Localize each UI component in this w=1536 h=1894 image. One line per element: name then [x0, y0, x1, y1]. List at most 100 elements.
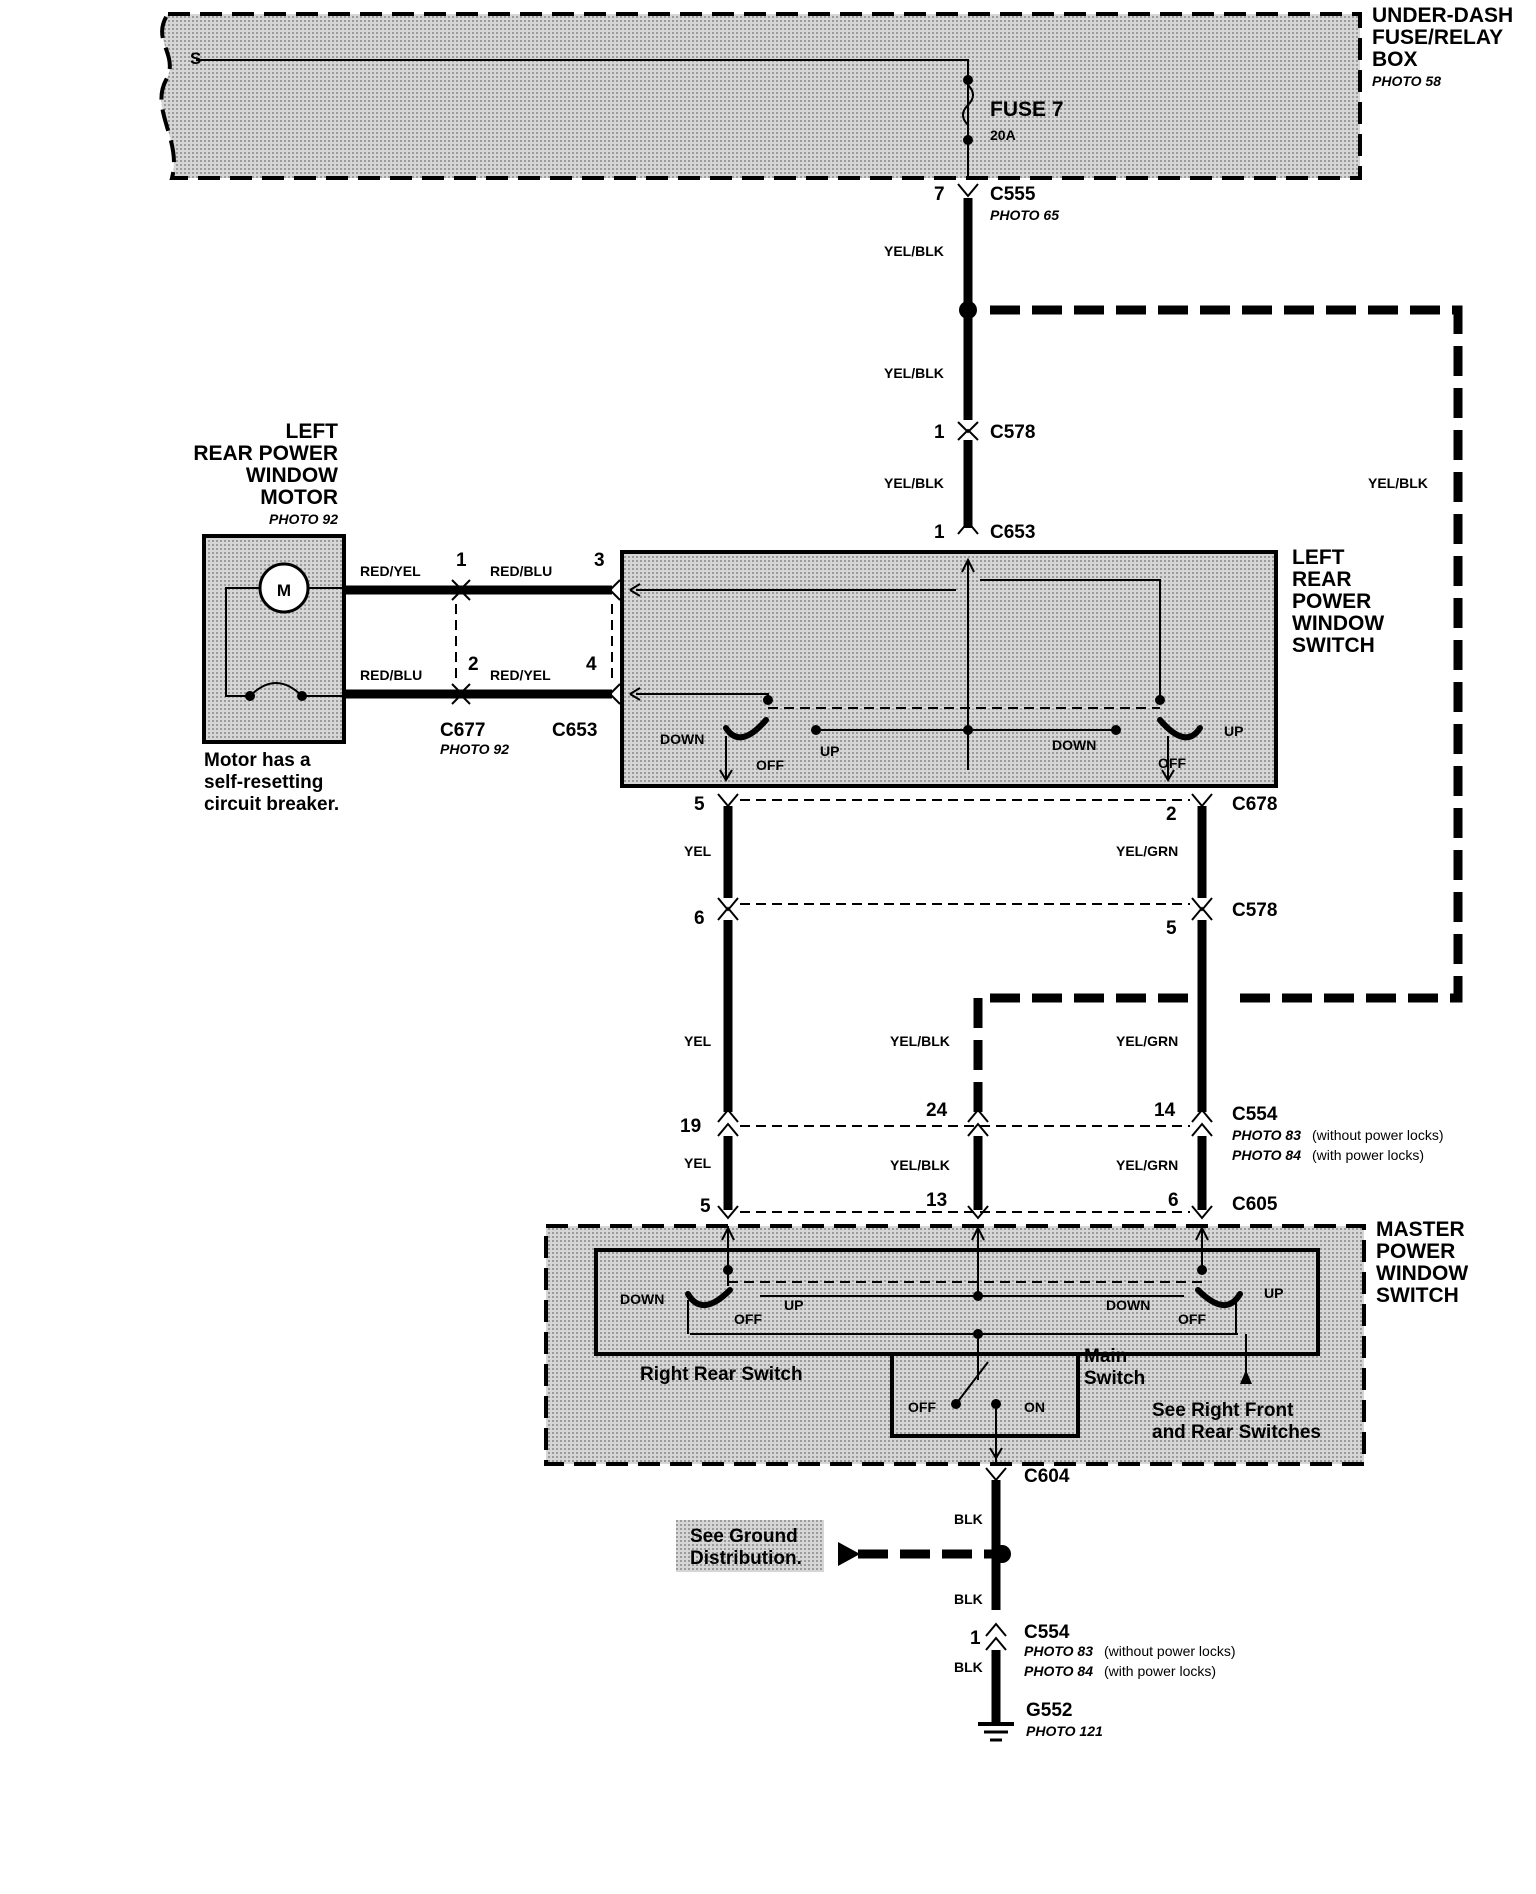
master-off: OFF	[1178, 1311, 1206, 1327]
c653-top-pin: 1	[934, 522, 945, 543]
c554-bot-name: C554	[1024, 1622, 1070, 1643]
c554-mid-photo-1: PHOTO 83	[1232, 1127, 1301, 1143]
motor-note-3: circuit breaker.	[204, 794, 339, 815]
c653-side-pin-4: 4	[586, 654, 597, 675]
c677-name: C677	[440, 720, 485, 741]
c653-side-name: C653	[552, 720, 597, 741]
arrow-icon	[838, 1542, 860, 1566]
c554-bot-pin: 1	[970, 1628, 981, 1649]
c578-top-name: C578	[990, 422, 1035, 443]
c605-name: C605	[1232, 1194, 1278, 1215]
wire-colors-red-yel: RED/YEL	[490, 667, 551, 683]
connector-c554-mid: 19 24 14 C554 PHOTO 83 (without power lo…	[680, 1100, 1444, 1163]
wire-colors-yel: YEL	[684, 1155, 712, 1171]
master-main-on: ON	[1024, 1399, 1045, 1415]
master-title-3: WINDOW	[1376, 1262, 1468, 1285]
lr-switch-down: DOWN	[660, 731, 704, 747]
c678-name: C678	[1232, 794, 1277, 815]
lr-switch-title-3: POWER	[1292, 590, 1371, 613]
wire-colors-red-blu: RED/BLU	[360, 667, 422, 683]
motor-title-1: LEFT	[286, 420, 339, 443]
c578-mid-pin-right: 5	[1166, 918, 1177, 939]
c678-pin-left: 5	[694, 794, 705, 815]
ground-dist-line-1: See Ground	[690, 1526, 798, 1547]
c555-name: C555	[990, 184, 1036, 205]
wire-colors-yel-blk: YEL/BLK	[1368, 475, 1428, 491]
c578-mid-name: C578	[1232, 900, 1277, 921]
c554-bot-photo-1: PHOTO 83	[1024, 1643, 1093, 1659]
motor-symbol: M	[277, 581, 291, 600]
connector-c578-mid: 6 5 C578	[694, 897, 1277, 939]
c578-mid-pin-left: 6	[694, 908, 705, 929]
master-down: DOWN	[620, 1291, 664, 1307]
master-down: DOWN	[1106, 1297, 1150, 1313]
connector-c678: 5 2 C678	[694, 793, 1277, 825]
connector-c653-side: 3 4 C653	[552, 550, 621, 741]
underdash-title-3: BOX	[1372, 48, 1418, 71]
c678-pin-right: 2	[1166, 804, 1177, 825]
underdash-fuse-box: S FUSE 7 20A UNDER-DASH FUSE/RELAY BOX P…	[159, 4, 1513, 180]
left-rear-window-motor: LEFT REAR POWER WINDOW MOTOR PHOTO 92 M …	[193, 420, 346, 815]
wire-colors-red-blu: RED/BLU	[490, 563, 552, 579]
c605-pin-b: 13	[926, 1190, 947, 1211]
wire-colors-yel-grn: YEL/GRN	[1116, 1033, 1178, 1049]
motor-title-2: REAR POWER	[193, 442, 338, 465]
wire-colors-yel-blk: YEL/BLK	[890, 1157, 950, 1173]
connector-c578-top: 1 C578	[934, 421, 1035, 443]
c653-top-name: C653	[990, 522, 1035, 543]
connector-c555: 7 C555 PHOTO 65	[934, 183, 1059, 223]
wire-colors-yel-blk: YEL/BLK	[884, 243, 944, 259]
motor-title-3: WINDOW	[246, 464, 338, 487]
lr-switch-off: OFF	[1158, 755, 1186, 771]
g552-photo: PHOTO 121	[1026, 1723, 1103, 1739]
c677-pin-1: 1	[456, 550, 467, 571]
connector-c554-bottom: 1 C554 PHOTO 83 (without power locks) PH…	[970, 1622, 1236, 1679]
lr-switch-title-2: REAR	[1292, 568, 1352, 591]
master-up: UP	[784, 1297, 803, 1313]
master-main-1: Main	[1084, 1346, 1127, 1367]
c677-pin-2: 2	[468, 654, 479, 675]
wire-colors-yel-blk: YEL/BLK	[884, 365, 944, 381]
c677-photo: PHOTO 92	[440, 741, 509, 757]
wire-colors-blk: BLK	[954, 1659, 983, 1675]
c554-bot-note-1: (without power locks)	[1104, 1643, 1236, 1659]
ground-dist-line-2: Distribution.	[690, 1548, 802, 1569]
svg-text:S: S	[190, 49, 201, 68]
lr-switch-title-4: WINDOW	[1292, 612, 1384, 635]
ground-g552: G552 PHOTO 121	[978, 1700, 1103, 1742]
c555-photo: PHOTO 65	[990, 207, 1059, 223]
wire-colors-blk: BLK	[954, 1511, 983, 1527]
lr-switch-up: UP	[1224, 723, 1243, 739]
c653-side-pin-3: 3	[594, 550, 605, 571]
master-window-switch: DOWN OFF UP DOWN OFF UP Right Rear Switc…	[544, 1218, 1468, 1466]
wire-colors-yel-grn: YEL/GRN	[1116, 1157, 1178, 1173]
master-off: OFF	[734, 1311, 762, 1327]
master-main-off: OFF	[908, 1399, 936, 1415]
lr-switch-title-5: SWITCH	[1292, 634, 1375, 657]
lr-switch-title-1: LEFT	[1292, 546, 1345, 569]
underdash-photo: PHOTO 58	[1372, 73, 1441, 89]
c554-mid-pin-a: 19	[680, 1116, 701, 1137]
c554-mid-note-1: (without power locks)	[1312, 1127, 1444, 1143]
wire-colors-red-yel: RED/YEL	[360, 563, 421, 579]
wire-colors-yel-grn: YEL/GRN	[1116, 843, 1178, 859]
master-up: UP	[1264, 1285, 1283, 1301]
c554-bot-note-2: (with power locks)	[1104, 1663, 1216, 1679]
ground-distribution-note: See Ground Distribution.	[676, 1520, 824, 1572]
g552-name: G552	[1026, 1700, 1072, 1721]
c554-bot-photo-2: PHOTO 84	[1024, 1663, 1093, 1679]
master-see-2: and Rear Switches	[1152, 1422, 1321, 1443]
underdash-title-2: FUSE/RELAY	[1372, 26, 1503, 49]
fuse-rating: 20A	[990, 127, 1016, 143]
lr-switch-up: UP	[820, 743, 839, 759]
c554-mid-note-2: (with power locks)	[1312, 1147, 1424, 1163]
connector-c653-top: 1 C653	[934, 520, 1035, 543]
underdash-title-1: UNDER-DASH	[1372, 4, 1513, 27]
motor-note-1: Motor has a	[204, 750, 311, 771]
c554-mid-pin-b: 24	[926, 1100, 948, 1121]
lr-switch-down: DOWN	[1052, 737, 1096, 753]
master-right-rear: Right Rear Switch	[640, 1364, 803, 1385]
c554-mid-photo-2: PHOTO 84	[1232, 1147, 1301, 1163]
connector-c677: 1 2 C677 PHOTO 92	[440, 550, 509, 757]
c605-pin-c: 6	[1168, 1190, 1179, 1211]
